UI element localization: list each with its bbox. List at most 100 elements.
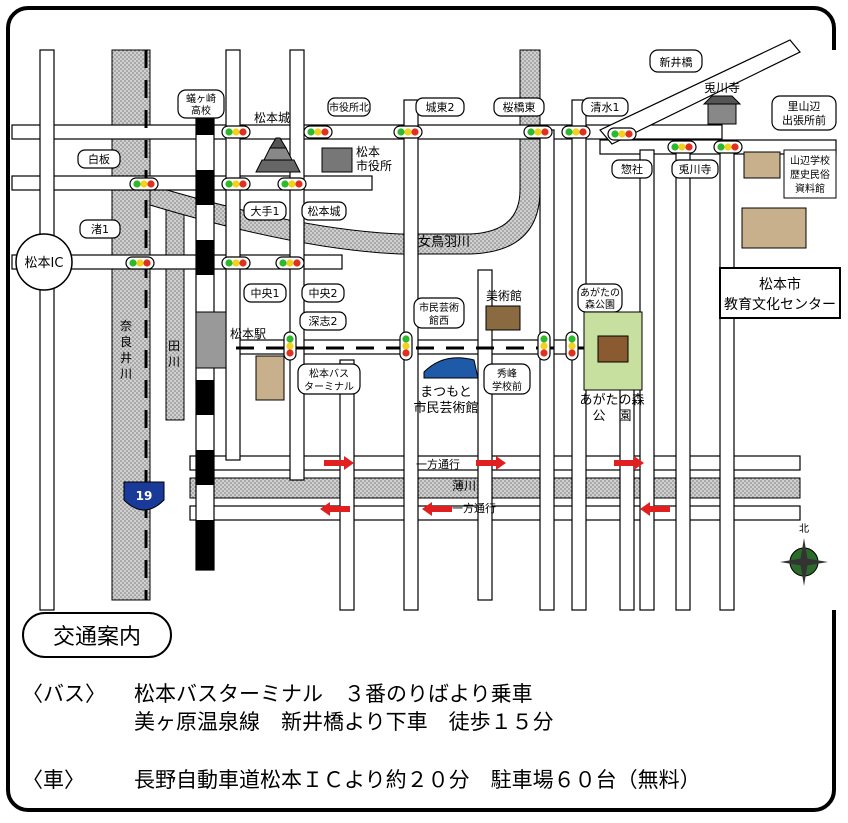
bus-label: 〈バス〉 — [22, 682, 106, 706]
signal-icon — [275, 256, 305, 270]
svg-text:松本城: 松本城 — [308, 204, 341, 218]
label-oneway-upper: 一方通行 — [416, 457, 460, 471]
svg-text:まつもと市民芸術館: まつもと市民芸術館 — [413, 385, 478, 416]
agatanomori-park-icon: あがたの森公 園 — [579, 311, 645, 424]
svg-text:惣社: 惣社 — [621, 162, 643, 176]
svg-text:兎川寺: 兎川寺 — [679, 163, 712, 176]
svg-text:山辺学校歴史民俗資料館: 山辺学校歴史民俗資料館 — [790, 154, 830, 195]
label-agatanomori-en: あがたの森公園 — [577, 283, 623, 313]
signal-icon — [303, 125, 333, 139]
svg-text:桜橋東: 桜橋東 — [503, 100, 536, 114]
svg-text:19: 19 — [136, 489, 153, 503]
bus-text-1: 松本バスターミナル ３番のりばより乗車 — [134, 682, 533, 706]
signal-icon — [565, 331, 579, 361]
signal-icon — [125, 256, 155, 270]
signal-icon — [607, 127, 637, 141]
usagawa-temple-icon: 兎川寺 — [702, 81, 742, 125]
label-oneway-lower: 一方通行 — [452, 501, 496, 515]
signal-icon — [713, 140, 743, 154]
castle-icon — [255, 137, 301, 173]
geijutsukan-icon: まつもと市民芸術館 — [413, 357, 479, 416]
svg-text:松本市教育文化センター: 松本市教育文化センター — [724, 276, 836, 313]
signal-icon — [221, 256, 251, 270]
access-title: 交通案内 — [22, 612, 172, 658]
svg-text:大手1: 大手1 — [251, 204, 280, 218]
svg-text:松本IC: 松本IC — [25, 256, 64, 271]
signal-icon — [523, 125, 553, 139]
svg-text:あがたの森公園: あがたの森公園 — [580, 286, 620, 311]
svg-text:市民芸術館西: 市民芸術館西 — [419, 301, 459, 327]
car-label: 〈車〉 — [22, 768, 85, 792]
route-19-shield: 19 — [123, 481, 165, 511]
svg-text:北: 北 — [799, 523, 809, 535]
oneway-arrows — [320, 456, 670, 516]
label-usu-river: 薄川 — [452, 478, 476, 493]
city-hall-icon: 松本市役所 — [321, 145, 392, 173]
svg-text:渚1: 渚1 — [91, 223, 109, 236]
compass-icon: 北 — [780, 523, 828, 586]
education-center-icon: 松本市教育文化センター — [719, 207, 841, 319]
svg-text:松本市役所: 松本市役所 — [356, 145, 392, 173]
label-fukashi2: 深志2 — [299, 311, 347, 331]
signal-icon — [399, 331, 413, 361]
bus-text-2: 美ヶ原温泉線 新井橋より下車 徒歩１５分 — [134, 710, 554, 734]
label-chuo1: 中央1 — [243, 283, 287, 303]
label-matsumoto-station: 松本駅 — [230, 327, 266, 341]
signal-icon — [221, 177, 251, 191]
signal-icon — [277, 177, 307, 191]
svg-text:兎川寺: 兎川寺 — [704, 81, 740, 95]
svg-text:秀峰学校前: 秀峰学校前 — [492, 368, 522, 393]
label-shuho-school: 秀峰学校前 — [483, 363, 531, 395]
signal-icon — [283, 331, 297, 361]
label-shiyakusho-kita: 市役所北 — [327, 97, 371, 117]
svg-text:蟻ヶ崎高校: 蟻ヶ崎高校 — [186, 92, 216, 117]
svg-text:里山辺出張所前: 里山辺出張所前 — [782, 100, 826, 127]
signal-icon — [667, 140, 697, 154]
svg-text:中央2: 中央2 — [309, 287, 338, 300]
signal-icon — [221, 125, 251, 139]
label-matsumotojo-signal: 松本城 — [301, 201, 347, 221]
label-chuo2: 中央2 — [301, 283, 345, 303]
svg-text:市役所北: 市役所北 — [329, 101, 369, 114]
svg-text:松本バスターミナル: 松本バスターミナル — [304, 367, 354, 393]
label-metoba-river: 女鳥羽川 — [418, 234, 470, 250]
label-ta-river: 田川 — [168, 339, 180, 369]
label-shimizu1: 清水1 — [581, 97, 629, 117]
label-narai-river: 奈良井川 — [120, 319, 132, 381]
label-niibashi: 新井橋 — [649, 49, 703, 73]
svg-text:新井橋: 新井橋 — [660, 55, 693, 69]
svg-text:中央1: 中央1 — [251, 287, 280, 300]
signal-icon — [393, 125, 423, 139]
car-text: 長野自動車道松本ＩＣより約２０分 駐車場６０台（無料） — [134, 768, 701, 792]
ta-river — [165, 199, 185, 421]
label-satoyamabe: 里山辺出張所前 — [771, 95, 837, 131]
label-kamozaki: 蟻ヶ崎高校 — [177, 89, 225, 119]
museum-icon: 美術館 — [485, 288, 522, 331]
label-sousha: 惣社 — [611, 159, 653, 179]
bus-terminal-icon: 松本バスターミナル — [255, 355, 361, 401]
label-joutou2: 城東2 — [415, 97, 465, 117]
car-line: 〈車〉 長野自動車道松本ＩＣより約２０分 駐車場６０台（無料） — [22, 764, 822, 792]
label-shirakata: 白板 — [77, 149, 121, 169]
bus-line-2: 美ヶ原温泉線 新井橋より下車 徒歩１５分 — [22, 706, 822, 734]
svg-text:白板: 白板 — [88, 152, 110, 166]
label-sakurabashi-higashi: 桜橋東 — [493, 97, 545, 117]
signal-icon — [537, 331, 551, 361]
bus-line-1: 〈バス〉 松本バスターミナル ３番のりばより乗車 — [22, 678, 822, 706]
svg-text:あがたの森公 園: あがたの森公 園 — [579, 393, 644, 424]
yamabe-school-icon: 山辺学校歴史民俗資料館 — [743, 149, 837, 199]
svg-text:城東2: 城東2 — [426, 101, 455, 114]
label-ote1: 大手1 — [243, 201, 287, 221]
station-icon — [195, 311, 227, 369]
svg-text:清水1: 清水1 — [591, 101, 620, 114]
signal-icon — [129, 177, 159, 191]
label-matsumoto-castle: 松本城 — [254, 111, 290, 125]
matsumoto-ic-marker: 松本IC — [15, 233, 73, 291]
label-usagawaji: 兎川寺 — [671, 159, 719, 179]
usu-river — [189, 477, 801, 499]
svg-text:深志2: 深志2 — [309, 315, 338, 328]
svg-text:美術館: 美術館 — [486, 288, 522, 303]
signal-icon — [561, 125, 591, 139]
label-nagisa1: 渚1 — [79, 219, 121, 239]
